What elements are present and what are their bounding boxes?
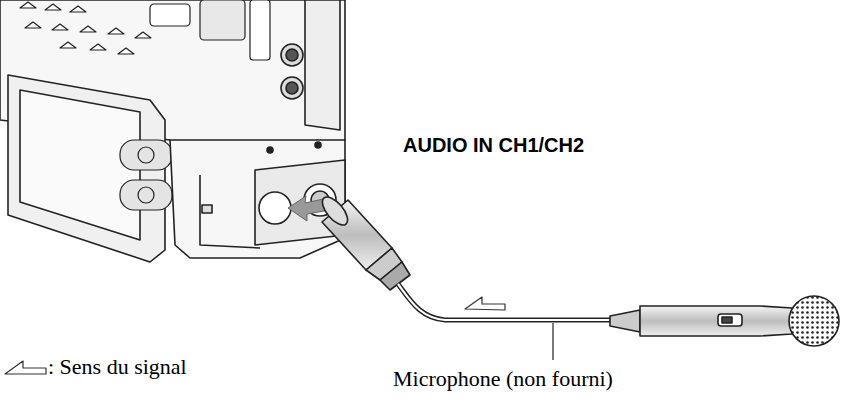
legend-text: : Sens du signal xyxy=(48,354,187,380)
signal-direction-arrow xyxy=(465,297,505,310)
microphone-cable xyxy=(398,284,612,320)
leader-line xyxy=(552,323,553,360)
control-buttons xyxy=(20,0,270,60)
part-name: Microphone (non fourni) xyxy=(393,366,613,392)
xlr-socket xyxy=(259,192,291,224)
connector-label: AUDIO IN CH1/CH2 xyxy=(403,134,584,157)
legend-arrow-sample xyxy=(3,358,49,378)
microphone xyxy=(610,296,839,346)
xlr-plug xyxy=(318,193,410,290)
